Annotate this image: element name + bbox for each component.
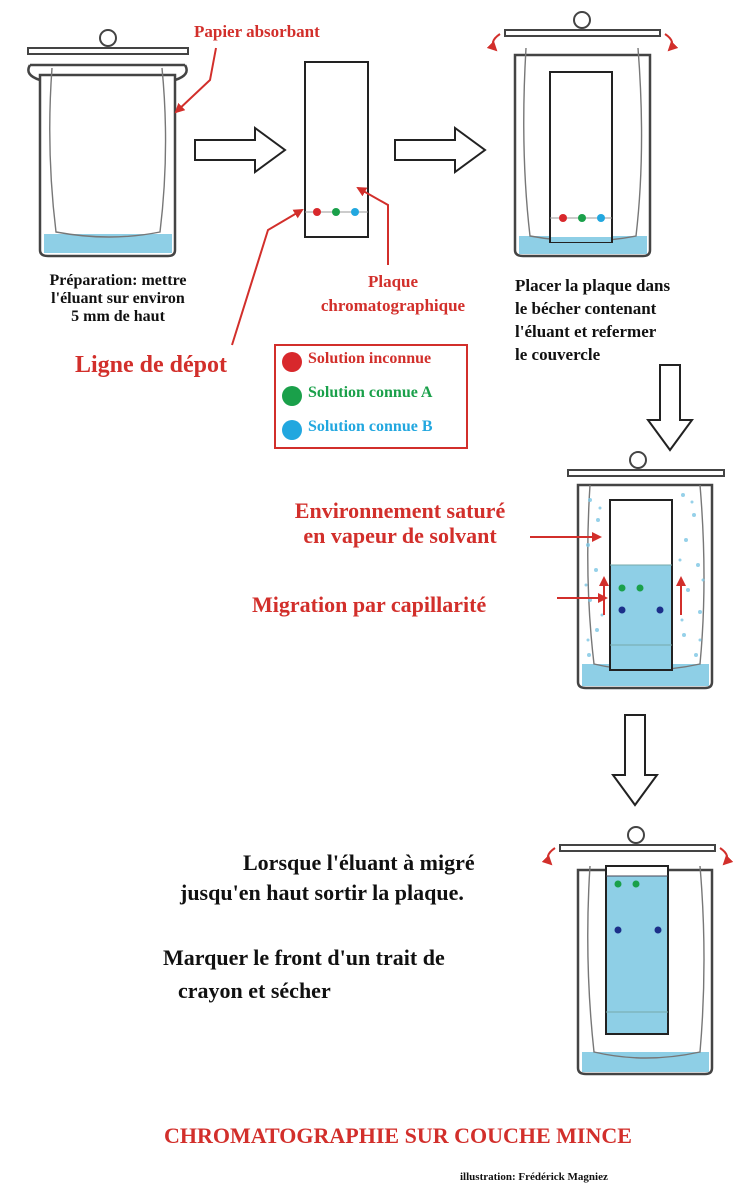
legend-dot-connue-a [282,386,302,406]
label-placer-4: le couvercle [515,345,601,364]
hollow-arrow-right-2 [394,126,487,174]
legend-label-connue-a: Solution connue A [308,384,433,401]
legend-label-inconnue: Solution inconnue [308,350,432,367]
label-papier-absorbant: Papier absorbant [194,22,320,41]
hollow-arrow-down-2 [611,714,659,807]
label-marquer-1: Marquer le front d'un trait de [163,945,445,970]
label-preparation-3: 5 mm de haut [71,308,165,325]
hollow-arrow-down-1 [646,364,694,452]
label-preparation-1: Préparation: mettre [49,272,187,289]
pointer-plaque [356,187,389,265]
legend-dot-inconnue [282,352,302,372]
legend-box [274,344,468,449]
label-plaque-2: chromatographique [320,296,466,315]
beaker-placer [486,11,679,258]
label-lorsque-2: jusqu'en haut sortir la plaque. [180,880,464,905]
tlc-plate [304,61,369,238]
label-preparation-2: l'éluant sur environ [51,290,185,307]
hollow-arrow-right-1 [194,126,287,174]
pointer-ligne-depot [231,208,304,346]
label-plaque-1: Plaque [367,272,419,291]
label-migration: Migration par capillarité [252,592,487,617]
label-environnement-2: en vapeur de solvant [303,523,497,548]
beaker-final [541,826,734,1076]
label-placer-2: le bécher contenant [515,299,657,318]
illustration-credit: illustration: Frédérick Magniez [460,1171,608,1183]
beaker-migration [567,451,725,690]
diagram-title: CHROMATOGRAPHIE SUR COUCHE MINCE [164,1123,632,1148]
label-environnement-1: Environnement saturé [294,498,506,523]
label-placer-3: l'éluant et refermer [515,322,657,341]
label-placer-1: Placer la plaque dans [515,276,671,295]
beaker-preparation [27,29,189,258]
legend-label-connue-b: Solution connue B [308,418,433,435]
pointer-papier [174,47,217,114]
legend-dot-connue-b [282,420,302,440]
label-marquer-2: crayon et sécher [178,978,331,1003]
label-lorsque-1: Lorsque l'éluant à migré [243,850,475,875]
label-ligne-depot: Ligne de dépot [75,352,228,378]
